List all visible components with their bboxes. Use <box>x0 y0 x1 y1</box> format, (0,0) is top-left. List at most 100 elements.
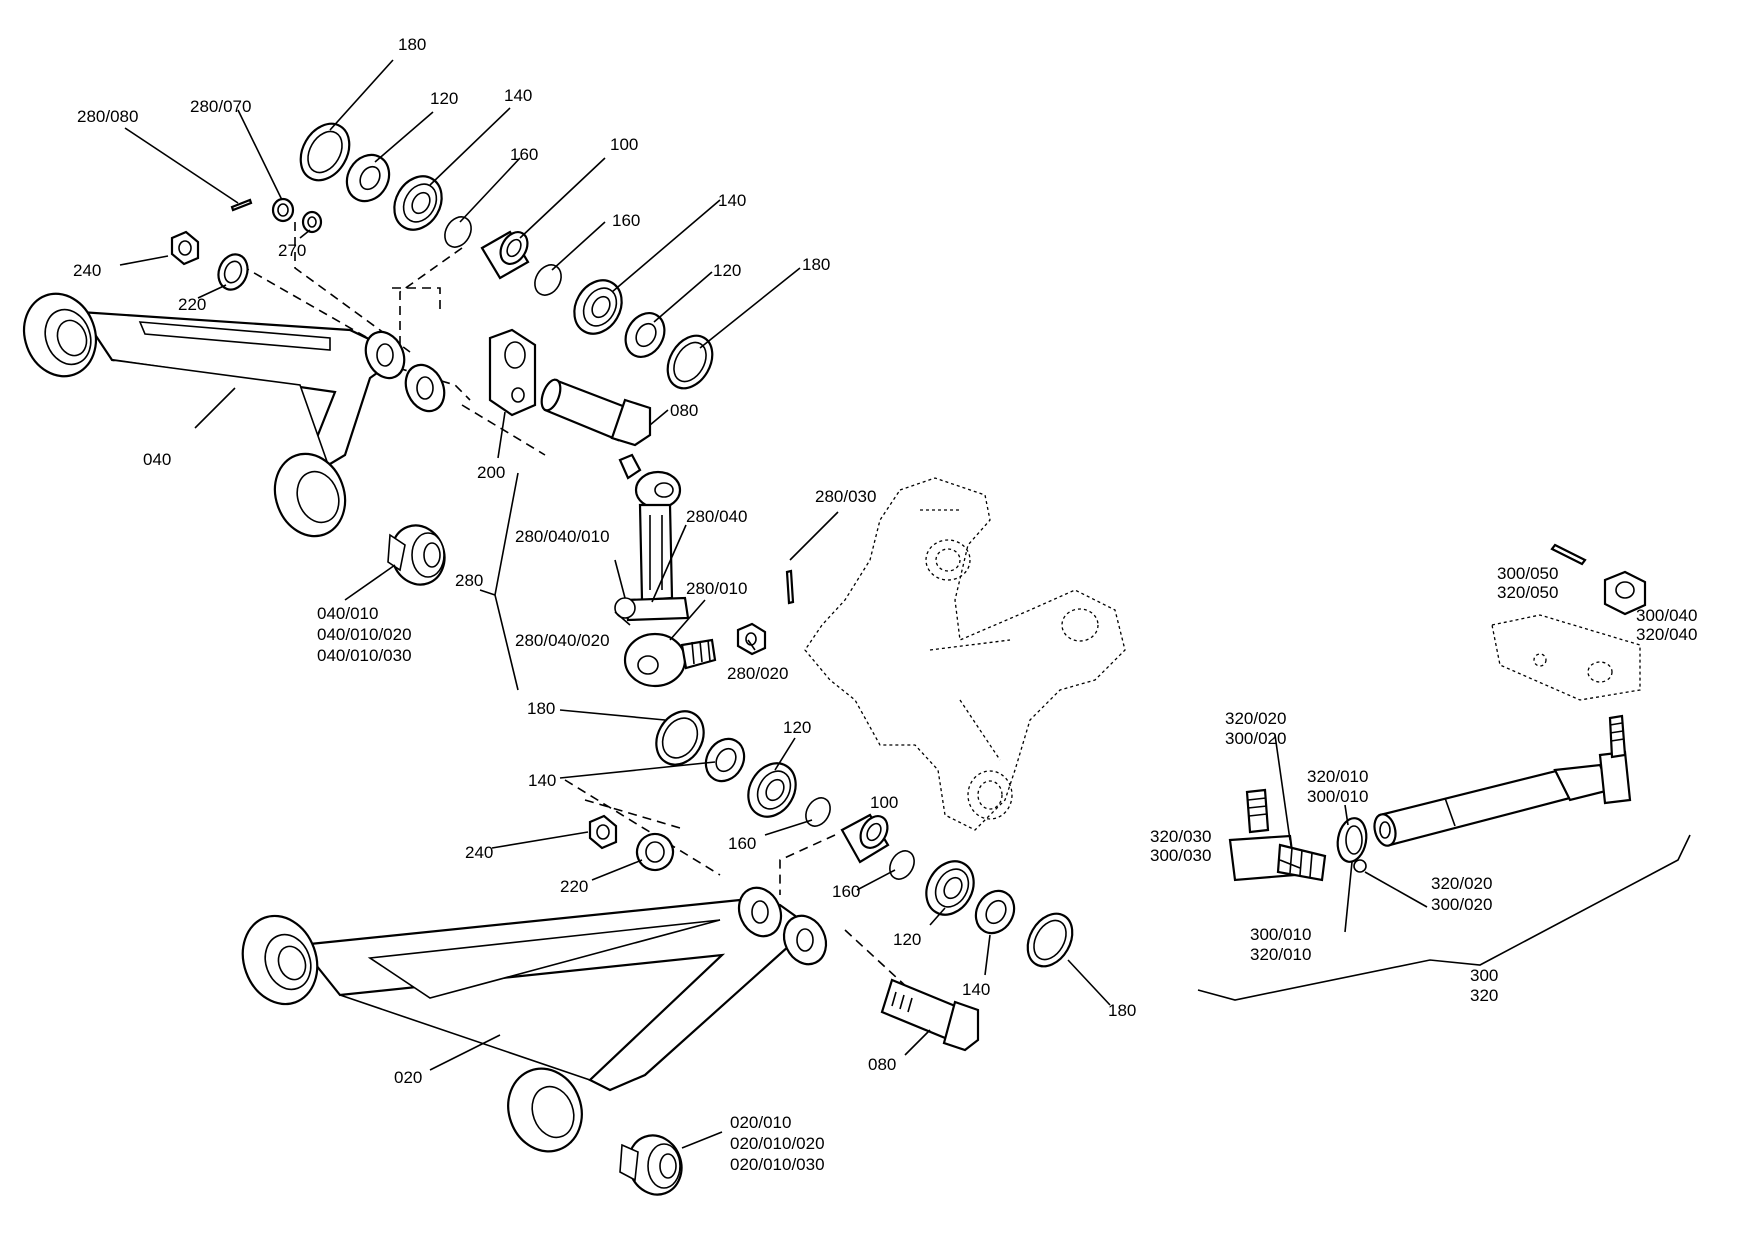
callout-120-b: 120 <box>713 261 741 280</box>
callout-280-020: 280/020 <box>727 664 788 683</box>
cotter-pin-280-080 <box>230 198 253 212</box>
callout-280-040-020: 280/040/020 <box>515 631 610 650</box>
seal-ring-180-upper <box>299 122 351 182</box>
callout-240-a: 240 <box>73 261 101 280</box>
callout-220-a: 220 <box>178 295 206 314</box>
callout-300-040: 300/040 <box>1636 606 1697 625</box>
callout-040-010-030: 040/010/030 <box>317 646 412 665</box>
o-ring-160-upper-b <box>534 264 562 296</box>
callout-280-040: 280/040 <box>686 507 747 526</box>
nut-240-upper <box>170 230 200 266</box>
washer-120-upper-b <box>624 312 666 358</box>
washer-220-upper <box>217 253 249 291</box>
callout-300-020-b: 300/020 <box>1431 895 1492 914</box>
callout-180-a: 180 <box>398 35 426 54</box>
callout-160-c: 160 <box>728 834 756 853</box>
callout-280-030: 280/030 <box>815 487 876 506</box>
callout-120-c: 120 <box>783 718 811 737</box>
callout-300-020-a: 300/020 <box>1225 729 1286 748</box>
callout-320-050: 320/050 <box>1497 583 1558 602</box>
callout-300-050: 300/050 <box>1497 564 1558 583</box>
callout-220-b: 220 <box>560 877 588 896</box>
nut-280-070 <box>271 197 295 223</box>
clamp-300-010 <box>1336 817 1368 873</box>
seal-ring-180-upper-b <box>666 334 714 390</box>
callout-040: 040 <box>143 450 171 469</box>
group-bracket-300-320 <box>1197 834 1691 1001</box>
tie-rod-assembly <box>1228 543 1647 882</box>
upper-small-parts <box>170 197 323 291</box>
callout-140-d: 140 <box>962 980 990 999</box>
bushing-100-upper <box>480 230 530 280</box>
upper-control-arm-040 <box>23 292 446 538</box>
upper-bearing-stack <box>299 122 714 390</box>
castle-nut-300-040 <box>1603 570 1647 616</box>
callout-180-c: 180 <box>527 699 555 718</box>
bearing-140-upper-b <box>573 279 623 335</box>
o-ring-160-lower-b <box>889 850 915 880</box>
callout-320-020-b: 320/020 <box>1431 874 1492 893</box>
bearing-120-lower-b <box>925 860 975 916</box>
callout-280-070: 280/070 <box>190 97 251 116</box>
callout-280-010: 280/010 <box>686 579 747 598</box>
lower-small-parts <box>588 814 675 872</box>
lower-bearing-stack <box>655 710 1074 968</box>
callout-320: 320 <box>1470 986 1498 1005</box>
seal-ring-180-lower <box>655 710 705 766</box>
washer-120-upper <box>345 153 391 203</box>
callout-300: 300 <box>1470 966 1498 985</box>
callout-160-a: 160 <box>510 145 538 164</box>
callout-100-a: 100 <box>610 135 638 154</box>
callout-320-010-b: 320/010 <box>1250 945 1311 964</box>
callout-280: 280 <box>455 571 483 590</box>
nut-240-lower <box>588 814 618 850</box>
stabilizer-link-280-040 <box>614 453 717 688</box>
callout-080-b: 080 <box>868 1055 896 1074</box>
washer-270 <box>301 210 323 234</box>
washer-140-lower-b <box>974 889 1016 935</box>
bearing-120-lower <box>747 762 797 818</box>
group-bracket-280 <box>479 472 519 691</box>
tie-rod-end-300-030 <box>1228 788 1327 882</box>
callout-100-b: 100 <box>870 793 898 812</box>
callout-320-020-a: 320/020 <box>1225 709 1286 728</box>
callout-300-010-b: 300/010 <box>1250 925 1311 944</box>
callout-300-010-a: 300/010 <box>1307 787 1368 806</box>
leader-lines <box>119 59 1428 1149</box>
steering-knuckle <box>804 477 1126 831</box>
pin-280-030 <box>785 569 795 605</box>
o-ring-160-upper <box>444 216 472 248</box>
lower-control-arm-020 <box>241 886 828 1153</box>
callout-020: 020 <box>394 1068 422 1087</box>
seal-ring-180-lower-b <box>1026 912 1074 968</box>
callout-140-a: 140 <box>504 86 532 105</box>
bolt-080-lower <box>880 978 980 1052</box>
callout-140-c: 140 <box>528 771 556 790</box>
callout-240-b: 240 <box>465 843 493 862</box>
callout-200: 200 <box>477 463 505 482</box>
callout-320-030: 320/030 <box>1150 827 1211 846</box>
callout-160-b: 160 <box>612 211 640 230</box>
callout-160-d: 160 <box>832 882 860 901</box>
bearing-140-upper <box>393 175 443 231</box>
callout-180-d: 180 <box>1108 1001 1136 1020</box>
callout-320-040: 320/040 <box>1636 625 1697 644</box>
callout-120-d: 120 <box>893 930 921 949</box>
clamp-bracket <box>1491 614 1641 701</box>
callout-020-010-030: 020/010/030 <box>730 1155 825 1174</box>
bolt-080-upper <box>540 378 652 447</box>
bushing-020-010 <box>619 1134 683 1196</box>
washer-140-lower <box>704 737 746 783</box>
callout-120-a: 120 <box>430 89 458 108</box>
callout-140-b: 140 <box>718 191 746 210</box>
bushing-040-010 <box>387 524 446 586</box>
cotter-pin-300-050 <box>1550 543 1587 566</box>
callout-180-b: 180 <box>802 255 830 274</box>
nut-280-020 <box>736 622 767 656</box>
callout-270: 270 <box>278 241 306 260</box>
callout-300-030: 300/030 <box>1150 846 1211 865</box>
callout-280-080: 280/080 <box>77 107 138 126</box>
bracket-200 <box>488 328 537 417</box>
callout-020-010: 020/010 <box>730 1113 791 1132</box>
